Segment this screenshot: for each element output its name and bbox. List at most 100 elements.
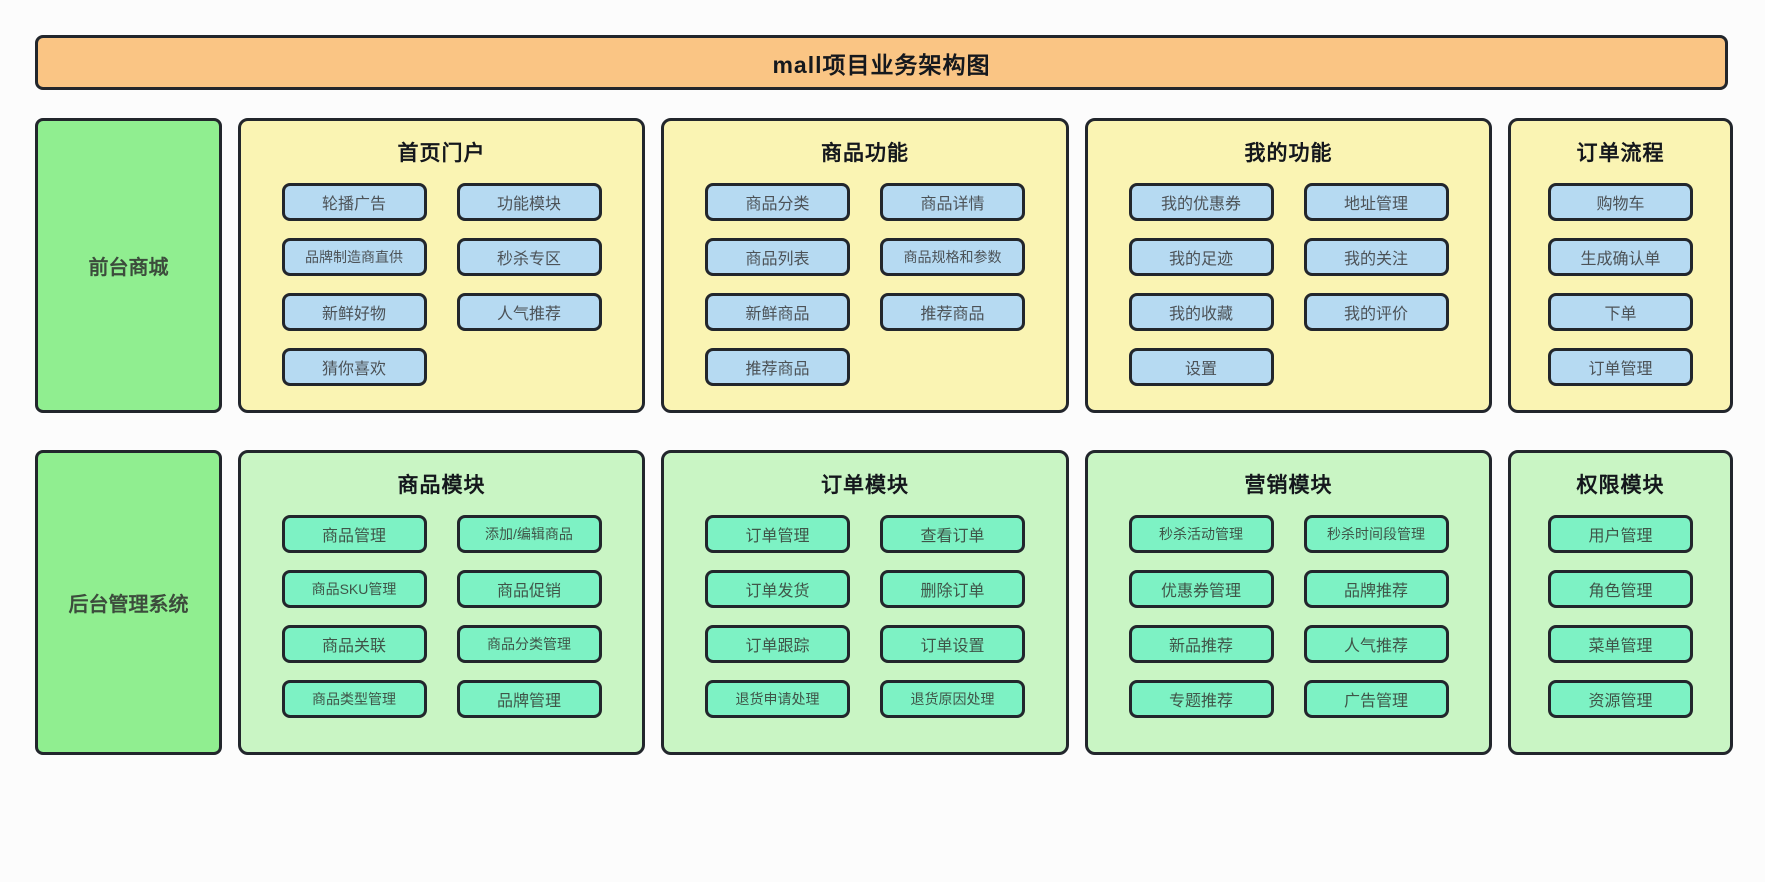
panel-column: 购物车生成确认单下单订单管理 bbox=[1548, 183, 1693, 386]
row-label-frontend: 前台商城 bbox=[35, 118, 222, 413]
diagram-node: 推荐商品 bbox=[705, 348, 850, 386]
panel-column: 查看订单删除订单订单设置退货原因处理 bbox=[880, 515, 1025, 718]
panel-column: 功能模块秒杀专区人气推荐 bbox=[456, 183, 602, 386]
diagram-node: 商品SKU管理 bbox=[281, 570, 427, 608]
diagram-node: 地址管理 bbox=[1303, 183, 1449, 221]
diagram-title: mall项目业务架构图 bbox=[772, 51, 991, 78]
diagram-node: 功能模块 bbox=[456, 183, 602, 221]
panel-title: 权限模块 bbox=[1576, 474, 1665, 497]
frontend-panels: 首页门户轮播广告品牌制造商直供新鲜好物猜你喜欢功能模块秒杀专区人气推荐商品功能商… bbox=[238, 118, 1733, 413]
panel-column: 秒杀时间段管理品牌推荐人气推荐广告管理 bbox=[1303, 515, 1449, 718]
panel-title: 首页门户 bbox=[397, 142, 486, 165]
diagram-node: 添加/编辑商品 bbox=[456, 515, 602, 553]
panel-title: 我的功能 bbox=[1244, 142, 1333, 165]
row-label-text: 前台商城 bbox=[88, 257, 169, 279]
diagram-node: 商品类型管理 bbox=[281, 680, 427, 718]
diagram-node: 菜单管理 bbox=[1548, 625, 1693, 663]
diagram-panel: 订单流程购物车生成确认单下单订单管理 bbox=[1508, 118, 1733, 413]
diagram-node: 人气推荐 bbox=[456, 293, 602, 331]
panel-columns: 秒杀活动管理优惠券管理新品推荐专题推荐秒杀时间段管理品牌推荐人气推荐广告管理 bbox=[1088, 515, 1489, 718]
diagram-node: 资源管理 bbox=[1548, 680, 1693, 718]
panel-columns: 商品管理商品SKU管理商品关联商品类型管理添加/编辑商品商品促销商品分类管理品牌… bbox=[241, 515, 642, 718]
diagram-node: 用户管理 bbox=[1548, 515, 1693, 553]
panel-column: 秒杀活动管理优惠券管理新品推荐专题推荐 bbox=[1128, 515, 1274, 718]
panel-title: 订单模块 bbox=[821, 474, 909, 497]
diagram-panel: 商品功能商品分类商品列表新鲜商品推荐商品商品详情商品规格和参数推荐商品 bbox=[661, 118, 1069, 413]
diagram-node: 订单管理 bbox=[1548, 348, 1693, 386]
panel-column: 商品分类商品列表新鲜商品推荐商品 bbox=[705, 183, 850, 386]
panel-column: 用户管理角色管理菜单管理资源管理 bbox=[1548, 515, 1693, 718]
diagram-node: 优惠券管理 bbox=[1128, 570, 1274, 608]
diagram-node: 退货申请处理 bbox=[705, 680, 850, 718]
diagram-node: 商品关联 bbox=[281, 625, 427, 663]
diagram-title-banner: mall项目业务架构图 bbox=[35, 35, 1728, 90]
diagram-node: 设置 bbox=[1128, 348, 1274, 386]
panel-title: 商品功能 bbox=[821, 142, 909, 165]
diagram-node: 订单发货 bbox=[705, 570, 850, 608]
panel-title: 订单流程 bbox=[1576, 142, 1665, 165]
panel-column: 轮播广告品牌制造商直供新鲜好物猜你喜欢 bbox=[281, 183, 427, 386]
diagram-node: 删除订单 bbox=[880, 570, 1025, 608]
diagram-node: 商品详情 bbox=[880, 183, 1025, 221]
diagram-node: 我的优惠券 bbox=[1128, 183, 1274, 221]
diagram-node: 生成确认单 bbox=[1548, 238, 1693, 276]
diagram-node: 秒杀时间段管理 bbox=[1303, 515, 1449, 553]
diagram-node: 推荐商品 bbox=[880, 293, 1025, 331]
diagram-node: 品牌制造商直供 bbox=[281, 238, 427, 276]
diagram-panel: 权限模块用户管理角色管理菜单管理资源管理 bbox=[1508, 450, 1733, 755]
diagram-node: 品牌管理 bbox=[456, 680, 602, 718]
diagram-panel: 商品模块商品管理商品SKU管理商品关联商品类型管理添加/编辑商品商品促销商品分类… bbox=[238, 450, 645, 755]
panel-columns: 我的优惠券我的足迹我的收藏设置地址管理我的关注我的评价 bbox=[1088, 183, 1489, 386]
panel-columns: 轮播广告品牌制造商直供新鲜好物猜你喜欢功能模块秒杀专区人气推荐 bbox=[241, 183, 642, 386]
diagram-panel: 我的功能我的优惠券我的足迹我的收藏设置地址管理我的关注我的评价 bbox=[1085, 118, 1492, 413]
backend-panels: 商品模块商品管理商品SKU管理商品关联商品类型管理添加/编辑商品商品促销商品分类… bbox=[238, 450, 1733, 755]
diagram-node: 订单设置 bbox=[880, 625, 1025, 663]
diagram-node: 订单跟踪 bbox=[705, 625, 850, 663]
diagram-node: 秒杀专区 bbox=[456, 238, 602, 276]
backend-row: 后台管理系统 商品模块商品管理商品SKU管理商品关联商品类型管理添加/编辑商品商… bbox=[35, 450, 1733, 755]
diagram-node: 广告管理 bbox=[1303, 680, 1449, 718]
panel-columns: 商品分类商品列表新鲜商品推荐商品商品详情商品规格和参数推荐商品 bbox=[664, 183, 1066, 386]
diagram-node: 商品分类 bbox=[705, 183, 850, 221]
panel-title: 商品模块 bbox=[397, 474, 486, 497]
diagram-panel: 首页门户轮播广告品牌制造商直供新鲜好物猜你喜欢功能模块秒杀专区人气推荐 bbox=[238, 118, 645, 413]
diagram-node: 猜你喜欢 bbox=[281, 348, 427, 386]
panel-columns: 购物车生成确认单下单订单管理 bbox=[1511, 183, 1730, 386]
panel-columns: 订单管理订单发货订单跟踪退货申请处理查看订单删除订单订单设置退货原因处理 bbox=[664, 515, 1066, 718]
diagram-node: 新鲜商品 bbox=[705, 293, 850, 331]
diagram-node: 我的关注 bbox=[1303, 238, 1449, 276]
panel-column: 订单管理订单发货订单跟踪退货申请处理 bbox=[705, 515, 850, 718]
row-label-backend: 后台管理系统 bbox=[35, 450, 222, 755]
panel-column: 我的优惠券我的足迹我的收藏设置 bbox=[1128, 183, 1274, 386]
diagram-node: 商品分类管理 bbox=[456, 625, 602, 663]
diagram-node: 退货原因处理 bbox=[880, 680, 1025, 718]
diagram-node: 下单 bbox=[1548, 293, 1693, 331]
diagram-node: 新品推荐 bbox=[1128, 625, 1274, 663]
diagram-node: 商品管理 bbox=[281, 515, 427, 553]
diagram-node: 商品规格和参数 bbox=[880, 238, 1025, 276]
diagram-node: 我的足迹 bbox=[1128, 238, 1274, 276]
diagram-node: 人气推荐 bbox=[1303, 625, 1449, 663]
diagram-node: 角色管理 bbox=[1548, 570, 1693, 608]
panel-column: 添加/编辑商品商品促销商品分类管理品牌管理 bbox=[456, 515, 602, 718]
diagram-node: 商品促销 bbox=[456, 570, 602, 608]
diagram-panel: 营销模块秒杀活动管理优惠券管理新品推荐专题推荐秒杀时间段管理品牌推荐人气推荐广告… bbox=[1085, 450, 1492, 755]
diagram-panel: 订单模块订单管理订单发货订单跟踪退货申请处理查看订单删除订单订单设置退货原因处理 bbox=[661, 450, 1069, 755]
diagram-node: 我的评价 bbox=[1303, 293, 1449, 331]
panel-column: 商品管理商品SKU管理商品关联商品类型管理 bbox=[281, 515, 427, 718]
diagram-node: 我的收藏 bbox=[1128, 293, 1274, 331]
diagram-node: 订单管理 bbox=[705, 515, 850, 553]
diagram-node: 购物车 bbox=[1548, 183, 1693, 221]
panel-column: 商品详情商品规格和参数推荐商品 bbox=[880, 183, 1025, 386]
diagram-node: 秒杀活动管理 bbox=[1128, 515, 1274, 553]
diagram-node: 轮播广告 bbox=[281, 183, 427, 221]
diagram-node: 专题推荐 bbox=[1128, 680, 1274, 718]
diagram-node: 商品列表 bbox=[705, 238, 850, 276]
row-label-text: 后台管理系统 bbox=[68, 594, 189, 616]
diagram-node: 新鲜好物 bbox=[281, 293, 427, 331]
panel-column: 地址管理我的关注我的评价 bbox=[1303, 183, 1449, 386]
diagram-node: 查看订单 bbox=[880, 515, 1025, 553]
diagram-node: 品牌推荐 bbox=[1303, 570, 1449, 608]
panel-columns: 用户管理角色管理菜单管理资源管理 bbox=[1511, 515, 1730, 718]
